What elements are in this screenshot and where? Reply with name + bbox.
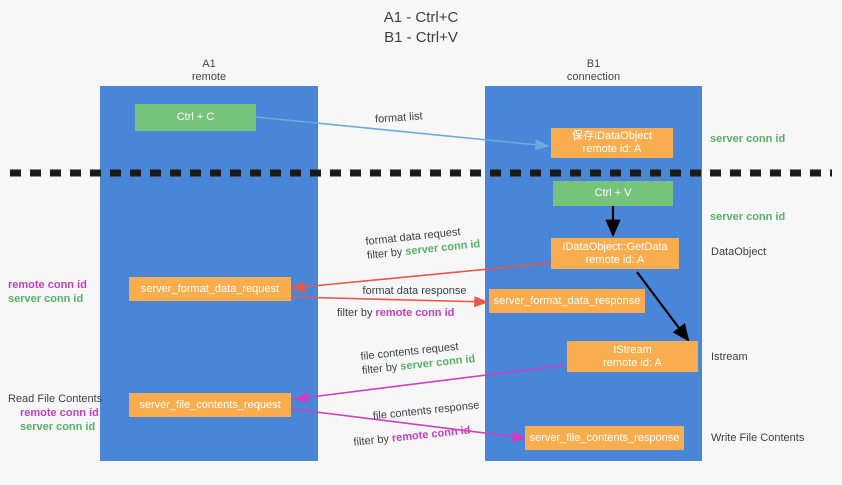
label-format-data-response: format data response filter by remote co… bbox=[337, 284, 492, 320]
box-server-file-contents-response-label: server_file_contents_response bbox=[529, 431, 680, 444]
box-server-format-data-response-label: server_format_data_response bbox=[493, 294, 641, 307]
label-format-list-text: format list bbox=[374, 110, 424, 126]
annotation-server-conn-id-second: server conn id bbox=[710, 211, 786, 223]
box-ctrl-v-label: Ctrl + V bbox=[594, 187, 632, 199]
box-idataobject-getdata-line2: remote id: A bbox=[585, 253, 645, 266]
annotation-dataobject: DataObject bbox=[711, 246, 767, 258]
box-idataobject-getdata[interactable]: IDataObject::GetData remote id: A bbox=[551, 238, 679, 269]
box-save-idataobject-line2: remote id: A bbox=[582, 143, 642, 155]
lane-a1-title: A1 bbox=[202, 58, 216, 70]
arrow-format-list bbox=[255, 116, 550, 151]
lane-header-a1: A1 remote bbox=[100, 58, 318, 84]
annotation-istream: Istream bbox=[711, 351, 748, 363]
arrow-file-contents-request bbox=[293, 364, 567, 403]
annotation-read-file-contents: Read File Contents remote conn id server… bbox=[8, 392, 102, 434]
box-save-idataobject[interactable]: 保存IDataObject remote id: A bbox=[551, 128, 673, 158]
label-file-contents-request-filter-prefix: filter by bbox=[361, 360, 401, 377]
lane-a1-subtitle: remote bbox=[191, 71, 227, 83]
arrow-format-data-request bbox=[290, 262, 552, 293]
box-istream-line1: IStream bbox=[613, 343, 652, 356]
box-server-file-contents-request-label: server_file_contents_request bbox=[139, 398, 281, 411]
label-format-data-response-text: format data response bbox=[362, 285, 467, 297]
title-line-1: A1 - Ctrl+C bbox=[383, 9, 459, 26]
box-server-format-data-request[interactable]: server_format_data_request bbox=[129, 277, 291, 301]
annotation-read-file-remote-conn-id: remote conn id bbox=[20, 407, 99, 419]
annotation-format-server-conn-id: server conn id bbox=[8, 293, 84, 305]
annotation-write-file-contents: Write File Contents bbox=[711, 432, 805, 444]
box-server-file-contents-response[interactable]: server_file_contents_response bbox=[525, 426, 684, 450]
arrow-file-contents-response bbox=[291, 408, 527, 442]
box-save-idataobject-line1: 保存IDataObject bbox=[571, 130, 653, 142]
box-ctrl-c[interactable]: Ctrl + C bbox=[135, 104, 256, 131]
label-format-data-response-filter-prefix: filter by bbox=[337, 307, 376, 319]
box-ctrl-v[interactable]: Ctrl + V bbox=[553, 181, 673, 206]
box-istream-line2: remote id: A bbox=[603, 356, 662, 369]
box-istream[interactable]: IStream remote id: A bbox=[567, 341, 698, 372]
annotation-read-file-title: Read File Contents bbox=[8, 393, 103, 405]
lane-b1-subtitle: connection bbox=[566, 71, 621, 83]
lane-header-b1: B1 connection bbox=[485, 58, 702, 84]
annotation-server-conn-id-top: server conn id bbox=[710, 133, 786, 145]
box-server-format-data-response[interactable]: server_format_data_response bbox=[489, 289, 645, 313]
box-server-file-contents-request[interactable]: server_file_contents_request bbox=[129, 393, 291, 417]
arrow-getdata-to-istream bbox=[636, 271, 690, 342]
label-format-data-request-filter-prefix: filter by bbox=[366, 245, 406, 262]
annotation-format-conn-ids: remote conn id server conn id bbox=[8, 278, 87, 306]
box-idataobject-getdata-line1: IDataObject::GetData bbox=[562, 240, 668, 253]
lane-b1-title: B1 bbox=[586, 58, 601, 70]
label-format-data-response-filter-value: remote conn id bbox=[375, 307, 455, 319]
annotation-format-remote-conn-id: remote conn id bbox=[8, 279, 87, 291]
annotation-read-file-server-conn-id: server conn id bbox=[20, 421, 96, 433]
page-title: A1 - Ctrl+C B1 - Ctrl+V bbox=[0, 8, 842, 48]
box-ctrl-c-label: Ctrl + C bbox=[176, 111, 215, 123]
box-server-format-data-request-label: server_format_data_request bbox=[140, 282, 280, 295]
title-line-2: B1 - Ctrl+V bbox=[384, 29, 458, 46]
arrow-format-data-response bbox=[291, 296, 489, 308]
